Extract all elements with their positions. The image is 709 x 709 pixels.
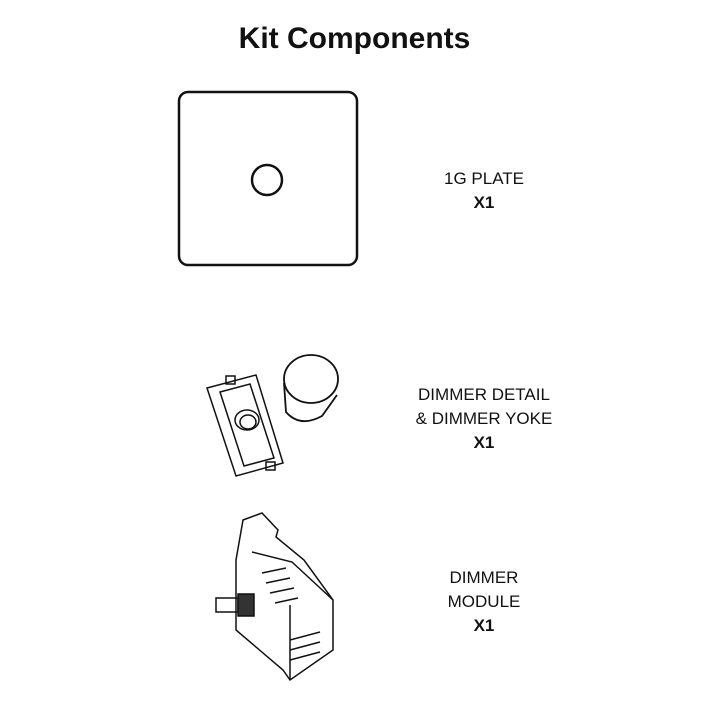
dimmer-module-name-1: DIMMER	[449, 568, 519, 587]
dimmer-detail-label: DIMMER DETAIL & DIMMER YOKE X1	[364, 383, 604, 455]
dimmer-yoke-illustration	[206, 374, 284, 477]
dimmer-detail-name-2: & DIMMER YOKE	[415, 409, 553, 428]
dimmer-module-illustration	[215, 512, 334, 682]
plate-illustration	[177, 90, 359, 267]
page-title: Kit Components	[238, 22, 471, 55]
plate-qty: X1	[473, 193, 495, 212]
plate-label: 1G PLATE X1	[364, 167, 604, 215]
dimmer-knob-illustration	[283, 354, 339, 422]
dimmer-module-qty: X1	[473, 616, 495, 635]
plate-name: 1G PLATE	[444, 169, 524, 188]
dimmer-module-name-2: MODULE	[447, 592, 521, 611]
dimmer-detail-qty: X1	[473, 433, 495, 452]
dimmer-module-label: DIMMER MODULE X1	[364, 566, 604, 638]
dimmer-detail-name-1: DIMMER DETAIL	[418, 385, 550, 404]
